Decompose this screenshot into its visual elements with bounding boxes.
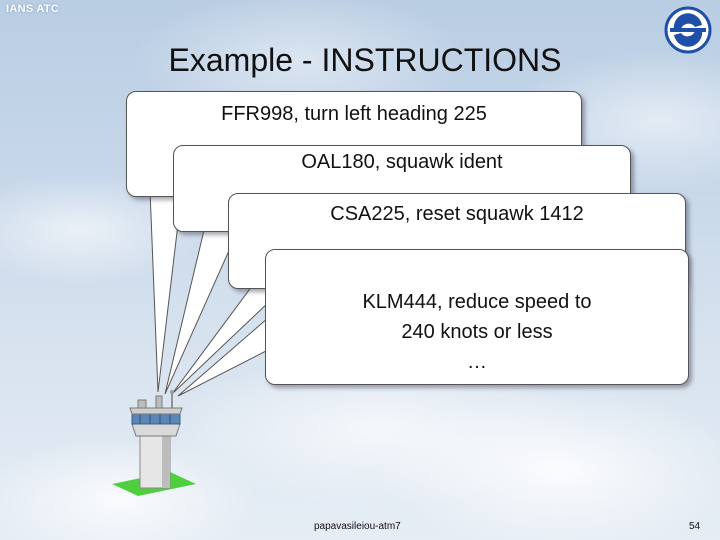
page-number: 54	[689, 521, 701, 532]
instruction-line: KLM444, reduce speed to	[362, 291, 592, 313]
instruction-line: 240 knots or less	[401, 321, 553, 343]
instruction-text-1: FFR998, turn left heading 225	[221, 103, 487, 125]
instruction-text-3: CSA225, reset squawk 1412	[330, 203, 584, 225]
instruction-text-4: KLM444, reduce speed to 240 knots or les…	[266, 287, 688, 377]
eurocontrol-logo-icon	[664, 6, 712, 54]
instruction-text-2: OAL180, squawk ident	[301, 151, 503, 173]
speech-bubble-4: KLM444, reduce speed to 240 knots or les…	[265, 249, 689, 385]
footer-author: papavasileiou-atm7	[314, 521, 401, 532]
slide-title: Example - INSTRUCTIONS	[168, 42, 562, 78]
control-tower-icon	[112, 390, 196, 496]
instruction-line: …	[467, 351, 487, 373]
header-label: IANS ATC	[6, 3, 60, 15]
